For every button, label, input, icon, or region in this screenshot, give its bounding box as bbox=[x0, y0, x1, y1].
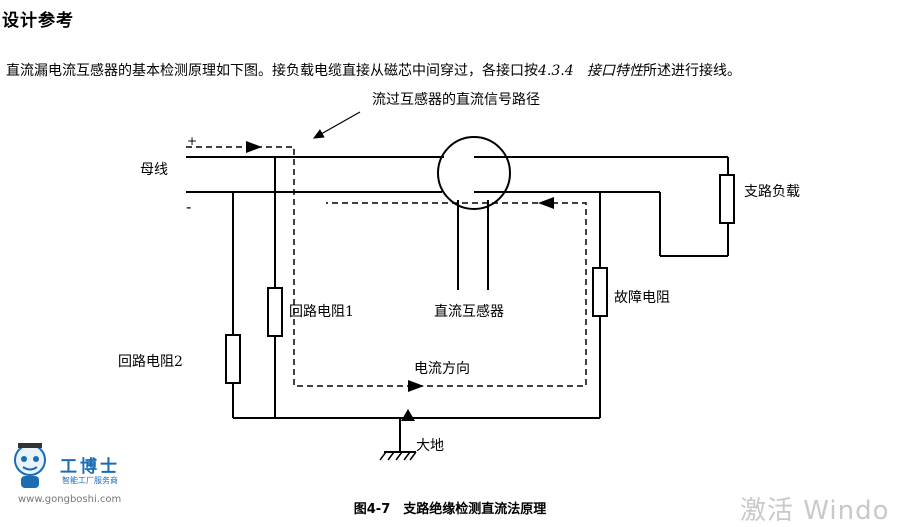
branch-load-resistor bbox=[719, 174, 735, 224]
current-direction-label: 电流方向 bbox=[414, 361, 470, 377]
logo-subtitle: 智能工厂服务商 bbox=[62, 476, 118, 485]
section-title: 设计参考 bbox=[2, 11, 74, 31]
branch-load-label: 支路负载 bbox=[744, 184, 800, 200]
logo-url: www.gongboshi.com bbox=[18, 494, 122, 505]
section-ref-title: 接口特性 bbox=[586, 63, 643, 79]
dc-transformer-label: 直流互感器 bbox=[434, 303, 504, 320]
path-arrow-top bbox=[246, 141, 262, 153]
intro-paragraph: 直流漏电流互感器的基本检测原理如下图。接负载电缆直接从磁芯中间穿过，各接口按4.… bbox=[6, 60, 741, 80]
minus-sign: - bbox=[186, 197, 191, 216]
activation-watermark: 激活 Windo bbox=[740, 496, 890, 526]
path-arrow-upper-return bbox=[538, 197, 554, 209]
bus-label: 母线 bbox=[140, 162, 168, 178]
fault-resistor-label: 故障电阻 bbox=[614, 290, 670, 306]
loop-resistor-1-label: 回路电阻1 bbox=[289, 304, 354, 320]
section-ref-number: 4.3.4 bbox=[538, 63, 574, 79]
dc-signal-path bbox=[186, 146, 587, 387]
loop-resistor-2 bbox=[225, 334, 241, 384]
figure-caption: 图4-7 支路绝缘检测直流法原理 bbox=[353, 502, 547, 517]
path-arrow-bottom bbox=[408, 380, 424, 392]
callout-arrow bbox=[312, 111, 361, 139]
earth-label: 大地 bbox=[416, 438, 444, 454]
loop-resistor-2-label: 回路电阻2 bbox=[118, 354, 183, 370]
signal-path-label: 流过互感器的直流信号路径 bbox=[372, 91, 540, 108]
plus-sign: + bbox=[187, 134, 197, 148]
intro-text: 直流漏电流互感器的基本检测原理如下图。接负载电缆直接从磁芯中间穿过，各接口按 bbox=[6, 63, 538, 79]
logo-name: 工博士 bbox=[60, 457, 120, 477]
fault-resistor bbox=[592, 267, 608, 317]
gongboshi-logo bbox=[14, 443, 46, 488]
dc-transformer-core bbox=[437, 136, 511, 210]
intro-text-end: 所述进行接线。 bbox=[642, 63, 741, 79]
loop-resistor-1 bbox=[267, 287, 283, 337]
ground-arrow bbox=[401, 409, 415, 421]
